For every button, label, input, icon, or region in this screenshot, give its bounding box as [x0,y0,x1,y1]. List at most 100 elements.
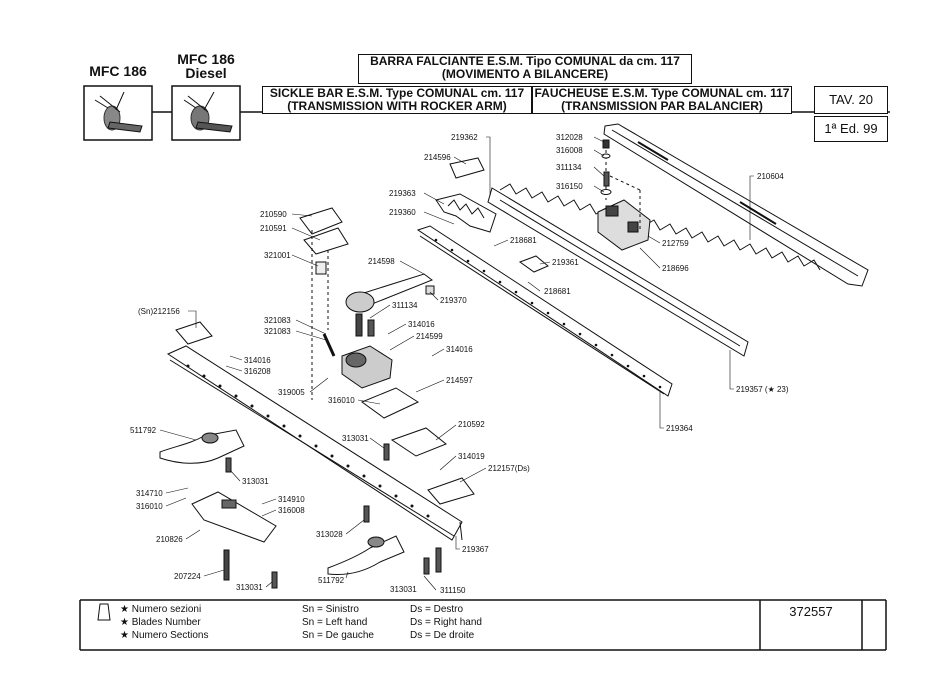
part-label: (Sn)212156 [138,307,180,316]
stud-207224 [223,549,230,581]
legend-sn-it: Sn = Sinistro [302,604,359,615]
guard-bar-210604 [603,123,869,287]
model-label-right-line2: Diesel [185,65,227,81]
part-label: 313031 [242,477,269,486]
bolt-313031a [225,457,232,473]
part-label: 219361 [552,258,579,267]
bolt-313028 [363,505,370,523]
part-label: 212157(Ds) [488,464,530,473]
part-label: 316008 [278,506,305,515]
rocker-head-212759 [597,139,651,251]
part-label: 219364 [666,424,693,433]
plate-212156 [175,321,213,345]
part-label: 316008 [556,146,583,155]
leader-lines [159,136,754,591]
bolt-313031d [423,557,430,575]
title-french-line2: (TRANSMISSION PAR BALANCIER) [561,99,763,113]
title-english-line2: (TRANSMISSION WITH ROCKER ARM) [287,99,507,113]
cutter-bar-holes [186,364,430,518]
part-label: 319005 [278,388,305,397]
part-label: 312028 [556,133,583,142]
part-label: 214599 [416,332,443,341]
part-label: 212759 [662,239,689,248]
part-label: 316010 [328,396,355,405]
legend-star-fr: ★ Numero Sections [120,630,209,641]
plate-210592 [390,427,447,457]
title-french: FAUCHEUSE E.S.M. Type COMUNAL cm. 117 (T… [532,86,792,114]
legend-ds-fr: Ds = De droite [410,630,475,641]
part-label: 311134 [392,301,418,310]
part-label: 207224 [174,572,201,581]
part-label: 219363 [389,189,416,198]
part-label: 314016 [244,356,271,365]
part-label: 210604 [757,172,784,181]
part-label: 218696 [662,264,689,273]
part-label: 314016 [408,320,435,329]
part-label: 313031 [342,434,369,443]
drive-block-214599 [341,345,393,389]
bolt-311150 [435,547,442,573]
section-icon [97,603,111,621]
finger-bar-holes [434,238,662,389]
part-label: 210592 [458,420,485,429]
table-number: TAV. 20 [814,86,888,114]
part-label: 314910 [278,495,305,504]
knife-bar-219357 [487,183,821,357]
title-italian-line1: BARRA FALCIANTE E.S.M. Tipo COMUNAL da c… [370,54,680,68]
part-label: 210590 [260,210,287,219]
part-label: 311150 [440,586,466,595]
legend-star-it: ★ Numero sezioni [120,604,202,615]
guard-plate-219363 [435,193,497,233]
clip-214596 [449,157,485,179]
part-label: 218681 [544,287,571,296]
part-label: 313031 [390,585,417,594]
legend-ds-it: Ds = Destro [410,604,464,615]
rocker-arm-214598 [345,273,434,337]
guard-210590 [299,207,343,235]
cutter-bar-219367 [166,345,463,541]
footer-frame [79,599,887,651]
part-label: 218681 [510,236,537,245]
pin-321083 [322,333,336,357]
part-label: 511792 [130,426,157,435]
part-label: 214596 [424,153,451,162]
part-label: 219367 [462,545,489,554]
part-label: 314019 [458,452,485,461]
edition-label: 1ª Ed. 99 [814,116,888,142]
part-label: 219360 [389,208,416,217]
skid-511792-right [327,535,405,575]
plate-212157 [427,477,475,505]
bolt-311134 [367,319,375,337]
bolt-219370 [425,285,435,295]
mower-thumbnail-left [83,85,153,141]
model-label-right-line1: MFC 186 [177,51,235,67]
title-italian-line2: (MOVIMENTO A BILANCERE) [441,67,609,81]
legend-ds-en: Ds = Right hand [410,617,482,628]
part-label: 313031 [236,583,263,592]
bushing-321001 [315,261,327,275]
part-label: 316150 [556,182,583,191]
part-label: 321083 [264,316,291,325]
mower-thumbnail-right [171,85,241,141]
drawing-code: 372557 [789,604,833,619]
part-label: 210826 [156,535,183,544]
skid-511792-left [159,429,245,464]
model-label-right: MFC 186 Diesel [168,52,244,80]
legend-sn-en: Sn = Left hand [302,617,368,628]
part-label: 313028 [316,530,343,539]
bolt-313031b [383,443,390,461]
part-label: 314710 [136,489,163,498]
part-label: 219370 [440,296,467,305]
part-label: 214598 [368,257,395,266]
part-label: 210591 [260,224,287,233]
part-label: 311134 [556,163,582,172]
part-label: 321083 [264,327,291,336]
title-english-line1: SICKLE BAR E.S.M. Type COMUNAL cm. 117 [269,86,525,100]
title-italian: BARRA FALCIANTE E.S.M. Tipo COMUNAL da c… [358,54,692,84]
part-label: 219357 (★ 23) [736,385,789,394]
guard-219361 [518,255,549,273]
part-label: 316208 [244,367,271,376]
title-french-line1: FAUCHEUSE E.S.M. Type COMUNAL cm. 117 [534,86,790,100]
part-label: 214597 [446,376,473,385]
